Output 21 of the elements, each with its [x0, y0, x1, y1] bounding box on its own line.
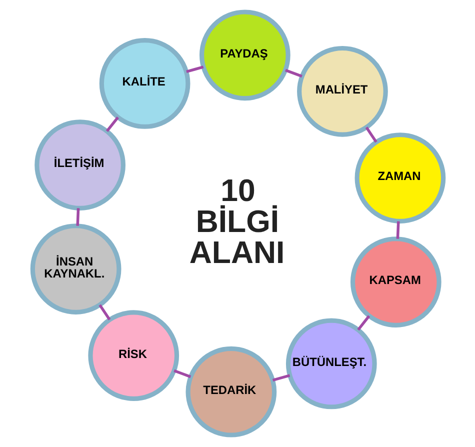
- node-circle: ZAMAN: [354, 132, 446, 224]
- label: 10 BİLGİ ALANI: [188, 172, 284, 270]
- node-circle: MALİYET: [296, 46, 388, 137]
- connector: [284, 68, 302, 78]
- node-circle: KALİTE: [98, 38, 190, 129]
- connector: [186, 66, 204, 74]
- node-circle: TEDARİK: [185, 346, 276, 438]
- connector: [105, 116, 118, 132]
- node-circle: İNSAN KAYNAKL.: [30, 224, 121, 314]
- node-circle: RİSK: [88, 310, 179, 402]
- connector: [272, 374, 290, 382]
- node-circle: İLETİŞİM: [34, 120, 125, 210]
- connector: [364, 126, 377, 143]
- node-circle: PAYDAŞ: [198, 10, 290, 101]
- node-circle: KAPSAM: [350, 236, 441, 328]
- connector: [98, 304, 110, 320]
- connector: [396, 221, 400, 239]
- connector: [356, 315, 370, 331]
- connector: [76, 208, 80, 226]
- connector: [173, 369, 191, 378]
- node-circle: BÜTÜNLEŞT.: [285, 318, 376, 410]
